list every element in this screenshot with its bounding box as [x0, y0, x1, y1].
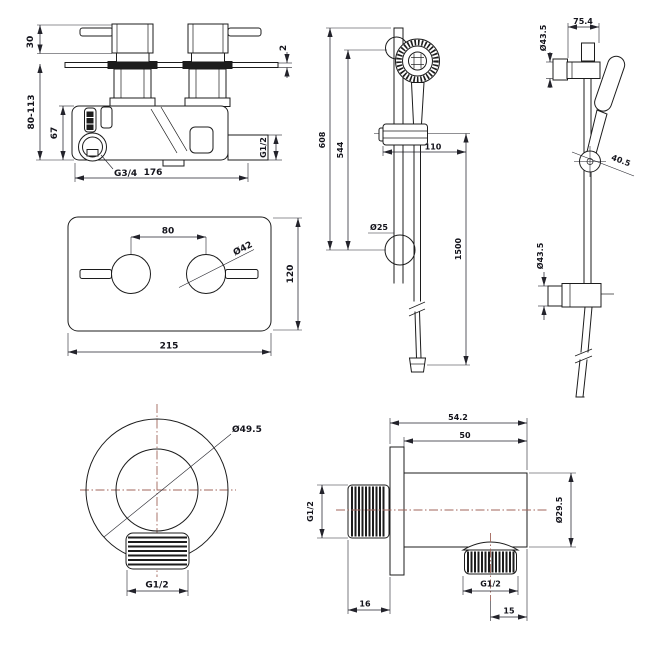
dim-bracket-depth: 75.4	[567, 17, 600, 58]
dim-outlet-body-dia: Ø29.5	[529, 472, 576, 548]
dim-label-pivot-angle: 40.5	[610, 153, 632, 169]
svg-text:80-113: 80-113	[27, 94, 37, 129]
svg-text:215: 215	[160, 342, 179, 352]
dim-outlet-thread-front: G1/2	[126, 570, 189, 596]
outlet-thread-front	[125, 532, 190, 570]
dim-plate-height: 120	[273, 217, 302, 331]
view-slide-rail-side: 75.4 Ø43.5 40.5	[535, 17, 635, 398]
svg-text:Ø29.5: Ø29.5	[554, 496, 564, 523]
dim-top-bracket-dia: Ø43.5	[538, 24, 553, 88]
view-trim-plate: 80 Ø42 120 215	[67, 216, 302, 356]
dim-rail-bracket-span: 544	[336, 49, 387, 251]
dim-rail-diameter: Ø25	[368, 222, 394, 234]
view-outlet-front: Ø49.5 G1/2	[80, 404, 262, 596]
svg-text:Ø25: Ø25	[370, 222, 388, 232]
svg-text:608: 608	[318, 131, 327, 148]
dim-outlet-body-depth: 50	[403, 431, 528, 470]
svg-text:30: 30	[26, 36, 36, 49]
trim-plate-outline	[67, 216, 272, 332]
svg-text:G1/2: G1/2	[306, 501, 315, 522]
dim-outlet-inlet-thread: G1/2	[306, 484, 348, 539]
svg-text:80: 80	[162, 227, 175, 237]
dim-outlet-flange-dia: Ø49.5	[103, 424, 262, 538]
top-wall-bracket	[552, 58, 601, 81]
svg-text:120: 120	[286, 265, 296, 284]
hand-shower-handle	[410, 82, 425, 125]
dim-mount-depth: 80-113	[27, 63, 74, 161]
svg-text:G1/2: G1/2	[145, 581, 168, 591]
outlet-bottom-spigot	[461, 541, 520, 575]
dim-outlet-offset: 15	[490, 549, 528, 621]
svg-text:16: 16	[359, 600, 371, 609]
view-valve-front: G3/4 30 2 80-113 67	[26, 23, 292, 182]
svg-text:2: 2	[279, 45, 289, 51]
hose-side	[574, 306, 593, 398]
dim-body-height: 67	[50, 105, 74, 161]
dim-hose-length: 1500	[427, 133, 470, 366]
valve-right-handle	[187, 23, 262, 63]
outlet-inlet-thread	[347, 484, 390, 539]
dim-plate-thickness: 2	[278, 45, 292, 78]
dim-bottom-bracket-dia: Ø43.5	[535, 242, 548, 320]
valve-inlet-port: G3/4	[78, 132, 137, 179]
valve-left-handle	[79, 23, 154, 63]
svg-text:50: 50	[459, 431, 471, 440]
dim-rail-overall-height: 608	[318, 27, 391, 251]
pivot-joint: 40.5	[571, 146, 635, 177]
svg-text:54.2: 54.2	[448, 413, 468, 422]
dim-handle-height: 30	[26, 24, 112, 54]
view-outlet-side: 54.2 50 G1/2	[306, 413, 576, 621]
svg-text:1500: 1500	[454, 237, 463, 260]
dim-outlet-overall-depth: 54.2	[389, 413, 528, 470]
dim-plate-width: 215	[67, 333, 272, 356]
dim-thread-length: 16	[347, 540, 391, 614]
svg-text:15: 15	[503, 607, 515, 616]
left-knob	[79, 254, 151, 294]
view-slide-rail-front: 608 544 110 1500 Ø25	[318, 27, 470, 373]
svg-text:G1/2: G1/2	[480, 580, 501, 589]
rail-lower-mount	[384, 234, 416, 266]
svg-text:Ø49.5: Ø49.5	[232, 424, 262, 435]
dim-slider-offset: 110	[382, 143, 467, 156]
svg-text:Ø43.5: Ø43.5	[535, 242, 545, 269]
valve-cartridge-stems	[109, 68, 231, 107]
shower-hose	[408, 144, 427, 373]
dim-valve-outlet-thread: G1/2	[259, 134, 282, 161]
svg-text:110: 110	[425, 143, 442, 152]
dim-body-width: 176	[74, 163, 249, 182]
rail-slider	[378, 123, 428, 146]
valve-body	[71, 105, 269, 167]
valve-wall-plate	[64, 61, 279, 69]
dim-outlet-spigot-thread: G1/2	[462, 576, 519, 595]
svg-text:G1/2: G1/2	[259, 137, 268, 158]
dim-label-inlet-thread: G3/4	[114, 169, 137, 179]
dim-handle-spacing: 80	[130, 227, 207, 240]
bottom-wall-bracket	[547, 283, 614, 308]
outlet-wall-flange	[389, 446, 405, 576]
svg-text:75.4: 75.4	[573, 17, 593, 26]
svg-text:176: 176	[144, 168, 163, 178]
svg-text:544: 544	[336, 141, 345, 158]
hand-shower-head	[395, 38, 440, 84]
outlet-inner-circle	[115, 448, 199, 532]
svg-text:Ø43.5: Ø43.5	[538, 24, 548, 51]
svg-text:67: 67	[50, 127, 60, 140]
